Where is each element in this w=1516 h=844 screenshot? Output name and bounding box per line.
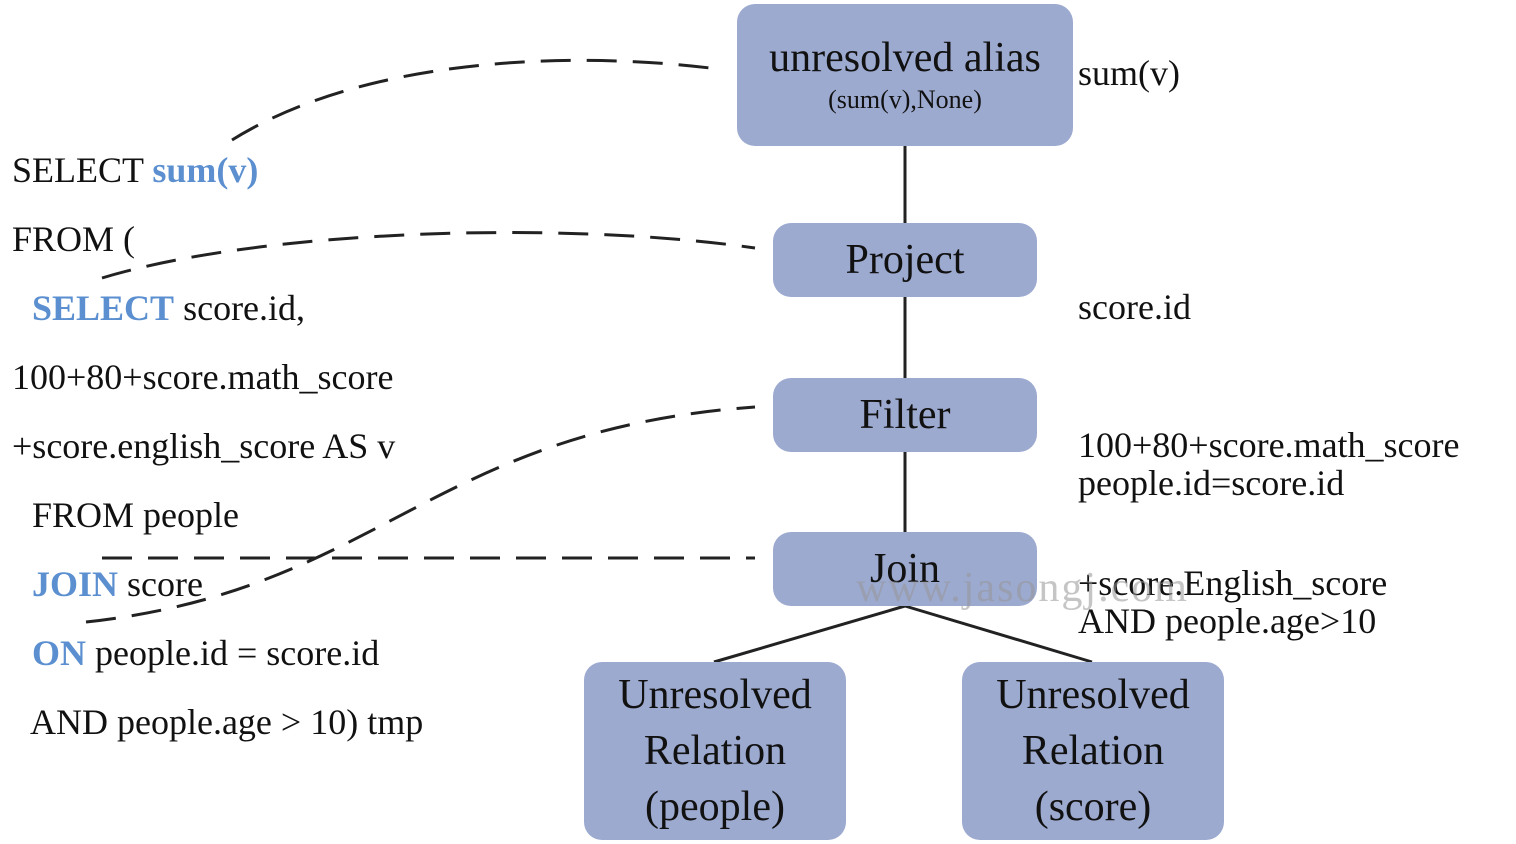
node-join: Join	[773, 532, 1037, 606]
node-filter: Filter	[773, 378, 1037, 452]
sql-condition-text: people.id = score.id	[86, 633, 380, 673]
node-people-line-2: Relation	[643, 728, 787, 774]
dashed-link-select-project	[101, 231, 756, 280]
annotation-project: score.id 100+80+score.math_score +score.…	[1078, 192, 1460, 698]
watermark: www.jasongj.com	[856, 565, 1189, 611]
sql-line-6: FROM people	[32, 495, 239, 535]
node-filter-label: Filter	[859, 392, 951, 438]
edge-join-score	[904, 604, 1093, 664]
sql-line-3: SELECT score.id,	[32, 288, 305, 328]
node-relation-people: Unresolved Relation (people)	[584, 662, 846, 840]
node-relation-score: Unresolved Relation (score)	[962, 662, 1224, 840]
sql-line-9: AND people.age > 10) tmp	[30, 702, 424, 742]
sql-on-keyword: ON	[32, 633, 86, 673]
annotation-filter-line-2: AND people.age>10	[1078, 601, 1377, 641]
node-score-line-2: Relation	[1021, 728, 1165, 774]
dashed-link-sum-alias	[231, 58, 711, 142]
node-score-line-1: Unresolved	[996, 672, 1190, 718]
sql-select-text: SELECT	[12, 150, 153, 190]
annotation-project-line-1: score.id	[1078, 287, 1191, 327]
node-unresolved-alias: unresolved alias (sum(v),None)	[737, 4, 1073, 146]
node-project-label: Project	[845, 237, 965, 283]
sql-sum-keyword: sum(v)	[152, 150, 259, 190]
edge-join-people	[713, 604, 906, 664]
sql-join-keyword: JOIN	[32, 564, 119, 604]
sql-line-4: 100+80+score.math_score	[12, 357, 394, 397]
node-alias-title: unresolved alias	[769, 35, 1041, 81]
annotation-filter-line-1: people.id=score.id	[1078, 463, 1345, 503]
sql-score-text: score	[118, 564, 203, 604]
annotation-filter: people.id=score.id AND people.age>10	[1078, 368, 1376, 736]
node-score-line-3: (score)	[1034, 784, 1152, 830]
sql-line-5: +score.english_score AS v	[12, 426, 396, 466]
sql-line-8: ON people.id = score.id	[32, 633, 379, 673]
annotation-alias: sum(v)	[1078, 53, 1180, 93]
sql-line-7: JOIN score	[32, 564, 203, 604]
annotation-project-line-3: +score.English_score	[1078, 563, 1388, 603]
node-people-line-3: (people)	[645, 784, 785, 830]
node-alias-subtitle: (sum(v),None)	[828, 85, 982, 114]
node-people-line-1: Unresolved	[618, 672, 812, 718]
node-project: Project	[773, 223, 1037, 297]
sql-line-1: SELECT sum(v)	[12, 150, 258, 190]
sql-line-2: FROM (	[12, 219, 136, 259]
node-join-label: Join	[869, 546, 940, 592]
dashed-link-on-filter	[85, 405, 756, 624]
annotation-project-line-2: 100+80+score.math_score	[1078, 425, 1460, 465]
sql-select-keyword: SELECT	[32, 288, 175, 328]
sql-score-id-text: score.id,	[174, 288, 306, 328]
